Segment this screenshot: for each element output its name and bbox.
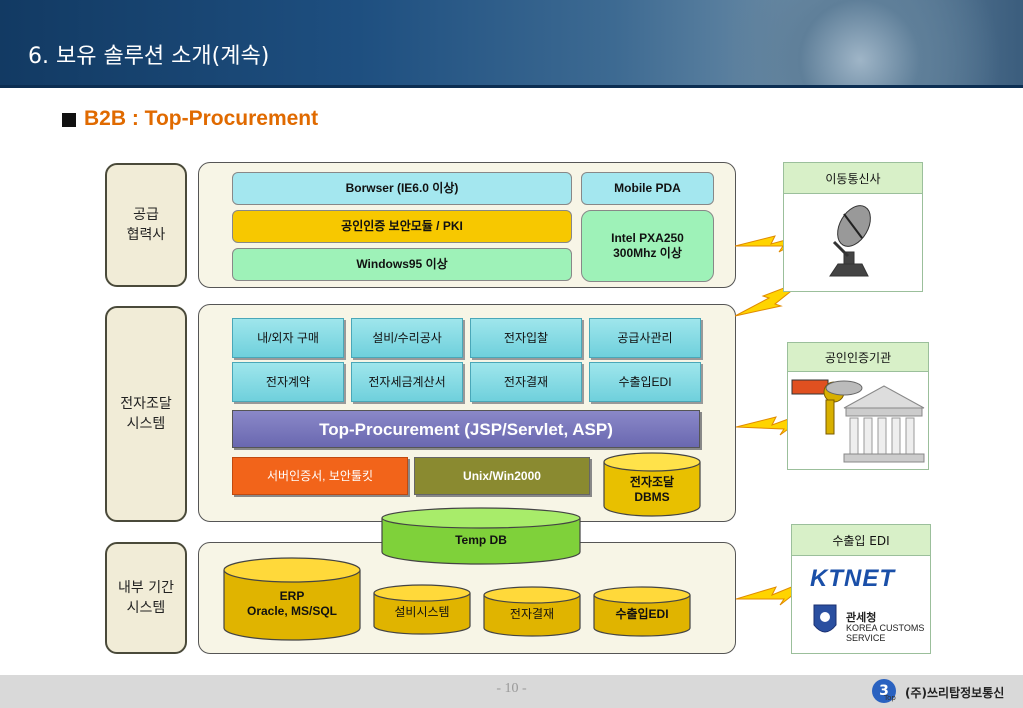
module-box: 수출입EDI <box>589 362 701 402</box>
customs-name-en: KOREA CUSTOMS SERVICE <box>846 623 925 643</box>
lightning-bolt-icon <box>736 576 816 606</box>
side-label-eproc: 전자조달 시스템 <box>105 306 187 522</box>
header-banner <box>0 0 1023 88</box>
module-box: 전자세금계산서 <box>351 362 463 402</box>
erp-label: ERP Oracle, MS/SQL <box>246 589 338 618</box>
intel-box: Intel PXA250 300Mhz 이상 <box>581 210 714 282</box>
satellite-dish-icon <box>829 205 871 277</box>
temp-db-cylinder <box>381 507 581 565</box>
module-box: 전자결재 <box>470 362 582 402</box>
platform-bar: Top-Procurement (JSP/Servlet, ASP) <box>232 410 700 448</box>
approval-cylinder <box>483 586 581 637</box>
erp-cylinder <box>223 557 361 641</box>
browser-box: Borwser (IE6.0 이상) <box>232 172 572 205</box>
page-number: - 10 - <box>496 681 527 696</box>
company-logo-mark: 3 <box>872 679 896 703</box>
cert-authority-panel: 공인인증기관 <box>787 342 929 470</box>
module-box: 설비/수리공사 <box>351 318 463 358</box>
approval-label: 전자결재 <box>509 606 555 621</box>
section-subtitle: B2B : Top-Procurement <box>84 107 319 130</box>
windows-box: Windows95 이상 <box>232 248 572 281</box>
company-name: (주)쓰리탑정보통신 <box>905 686 1005 700</box>
logo-mark-text: 3 <box>879 683 889 699</box>
bullet-square <box>62 113 76 127</box>
pki-box: 공인인증 보안모듈 / PKI <box>232 210 572 243</box>
edi-label: 수출입EDI <box>615 606 669 621</box>
server-cert-box: 서버인증서, 보안툴킷 <box>232 457 408 495</box>
side-label-internal: 내부 기간 시스템 <box>105 542 187 654</box>
edi-panel: 수출입 EDI KTNET 관세청 KOREA CUSTOMS SERVICE <box>791 524 931 654</box>
module-box: 공급사관리 <box>589 318 701 358</box>
module-box: 내/외자 구매 <box>232 318 344 358</box>
edi-cylinder <box>593 586 691 637</box>
mobile-carrier-title: 이동통신사 <box>784 163 922 194</box>
ktnet-logo: KTNET <box>810 565 895 592</box>
page-title: 6. 보유 솔루션 소개(계속) <box>28 44 270 69</box>
customs-name-kr: 관세청 <box>846 611 877 624</box>
key-bank-icon <box>791 379 925 463</box>
facility-cylinder <box>373 584 471 635</box>
side-label-supply: 공급 협력사 <box>105 163 187 287</box>
facility-label: 설비시스템 <box>394 604 450 619</box>
dbms-cylinder <box>603 452 701 517</box>
module-box: 전자계약 <box>232 362 344 402</box>
os-box: Unix/Win2000 <box>414 457 590 495</box>
mobile-carrier-panel: 이동통신사 <box>783 162 923 292</box>
module-box: 전자입찰 <box>470 318 582 358</box>
edi-panel-title: 수출입 EDI <box>792 525 930 556</box>
footer-bar <box>0 675 1023 708</box>
temp-db-label: Temp DB <box>455 532 507 547</box>
company-logo-sub: Top <box>884 694 896 702</box>
cert-authority-title: 공인인증기관 <box>788 343 928 372</box>
lightning-bolt-icon <box>736 408 816 436</box>
customs-emblem-icon <box>813 604 837 633</box>
dbms-label: 전자조달 DBMS <box>629 475 675 504</box>
mobile-pda-box: Mobile PDA <box>581 172 714 205</box>
